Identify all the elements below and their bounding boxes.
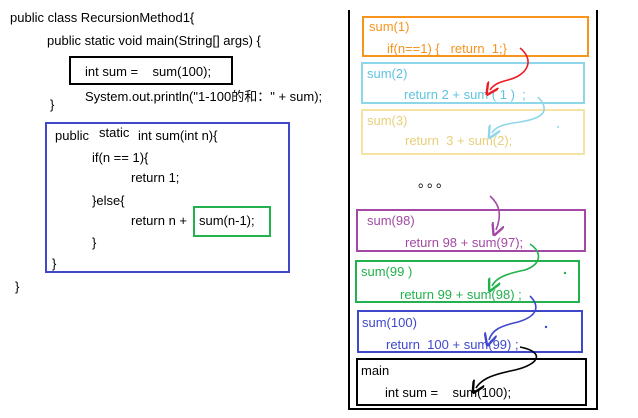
code-line-recursive-call: sum(n-1); [199, 213, 255, 228]
frame-sum-2-title: sum(2) [367, 66, 408, 81]
stray-dot-1 [557, 126, 559, 128]
code-line-else-close: } [92, 235, 97, 250]
frame-sum-100-title: sum(100) [362, 315, 417, 330]
code-line-println: System.out.println("1-100的和：" + sum); [85, 89, 323, 104]
frame-sum-1 [362, 16, 589, 57]
frame-sum-98-title: sum(98) [367, 213, 415, 228]
code-line-if: if(n == 1){ [92, 150, 149, 165]
sum-method-box [45, 122, 290, 273]
stray-dot-2 [563, 271, 567, 275]
frame-sum-1-body: if(n==1) { return 1;} [387, 41, 507, 56]
frame-main-title: main [361, 363, 390, 378]
stray-dot-3 [544, 325, 548, 329]
code-line-return-1: return 1; [131, 170, 180, 185]
frame-sum-1-title: sum(1) [369, 19, 410, 34]
frame-sum-3-title: sum(3) [367, 113, 408, 128]
code-line-method-public: public [55, 128, 89, 143]
code-line-main-close: } [50, 97, 55, 112]
recursive-call-box [193, 206, 271, 237]
frame-sum-3 [361, 109, 585, 155]
frame-sum-98 [356, 209, 586, 252]
arrow-return-2 [492, 96, 545, 133]
arrow-return-dots [489, 195, 499, 230]
code-line-main-call: int sum = sum(100); [85, 64, 212, 79]
stack-bottom [348, 408, 598, 410]
frame-sum-99-body: return 99 + sum(98) ; [400, 287, 522, 302]
frame-sum-100-body: return 100 + sum(99) ; [386, 337, 519, 352]
code-line-method-sig: int sum(int n){ [138, 128, 218, 143]
frame-main [356, 358, 587, 406]
stack-left-wall [348, 10, 350, 410]
main-call-box [69, 56, 233, 85]
code-line-main: public static void main(String[] args) { [47, 33, 261, 48]
arrow-return-98 [489, 295, 537, 340]
frame-sum-2 [361, 62, 585, 104]
code-line-method-static: static [99, 125, 130, 140]
arrow-return-1 [490, 47, 529, 90]
frame-sum-99-title: sum(99 ) [361, 264, 413, 279]
frame-sum-100 [357, 310, 583, 353]
stack-ellipsis: 。。。 [418, 174, 452, 190]
code-line-else: }else{ [92, 193, 125, 208]
frame-sum-98-body: return 98 + sum(97); [405, 235, 524, 250]
code-line-return-n: return n + [131, 213, 188, 228]
code-line-method-close: } [52, 256, 57, 271]
stack-right-wall [596, 10, 598, 410]
arrow-return-97 [492, 243, 540, 286]
frame-sum-99 [355, 260, 580, 303]
code-line-class-close: } [15, 279, 20, 294]
code-line-class: public class RecursionMethod1{ [10, 10, 195, 25]
arrow-return-99 [476, 346, 538, 388]
